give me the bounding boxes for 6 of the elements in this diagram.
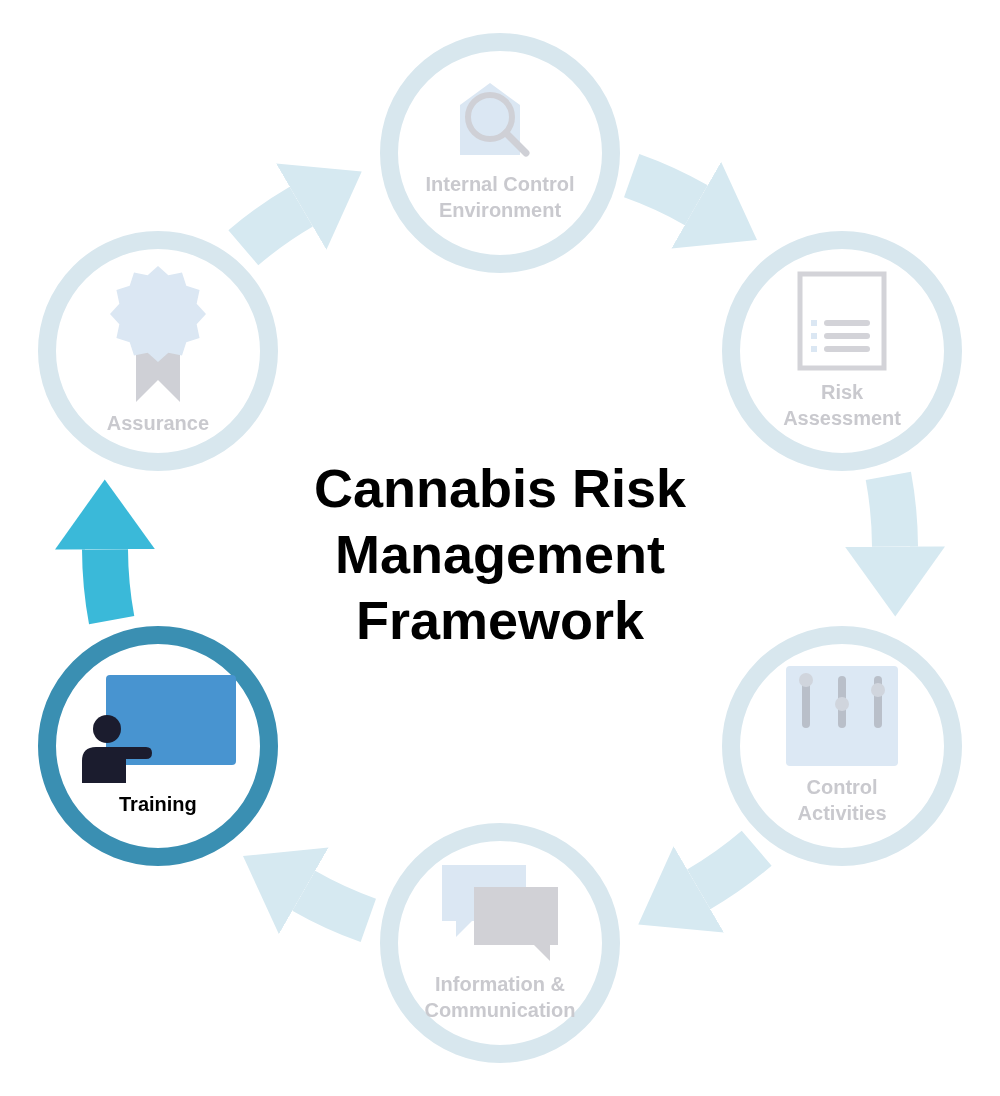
node-label: Training xyxy=(119,791,197,817)
arrow xyxy=(228,164,361,266)
arrow xyxy=(639,830,772,932)
diagram-title: Cannabis Risk Management Framework xyxy=(312,457,688,652)
arrow xyxy=(55,479,155,624)
arrow xyxy=(845,472,945,617)
